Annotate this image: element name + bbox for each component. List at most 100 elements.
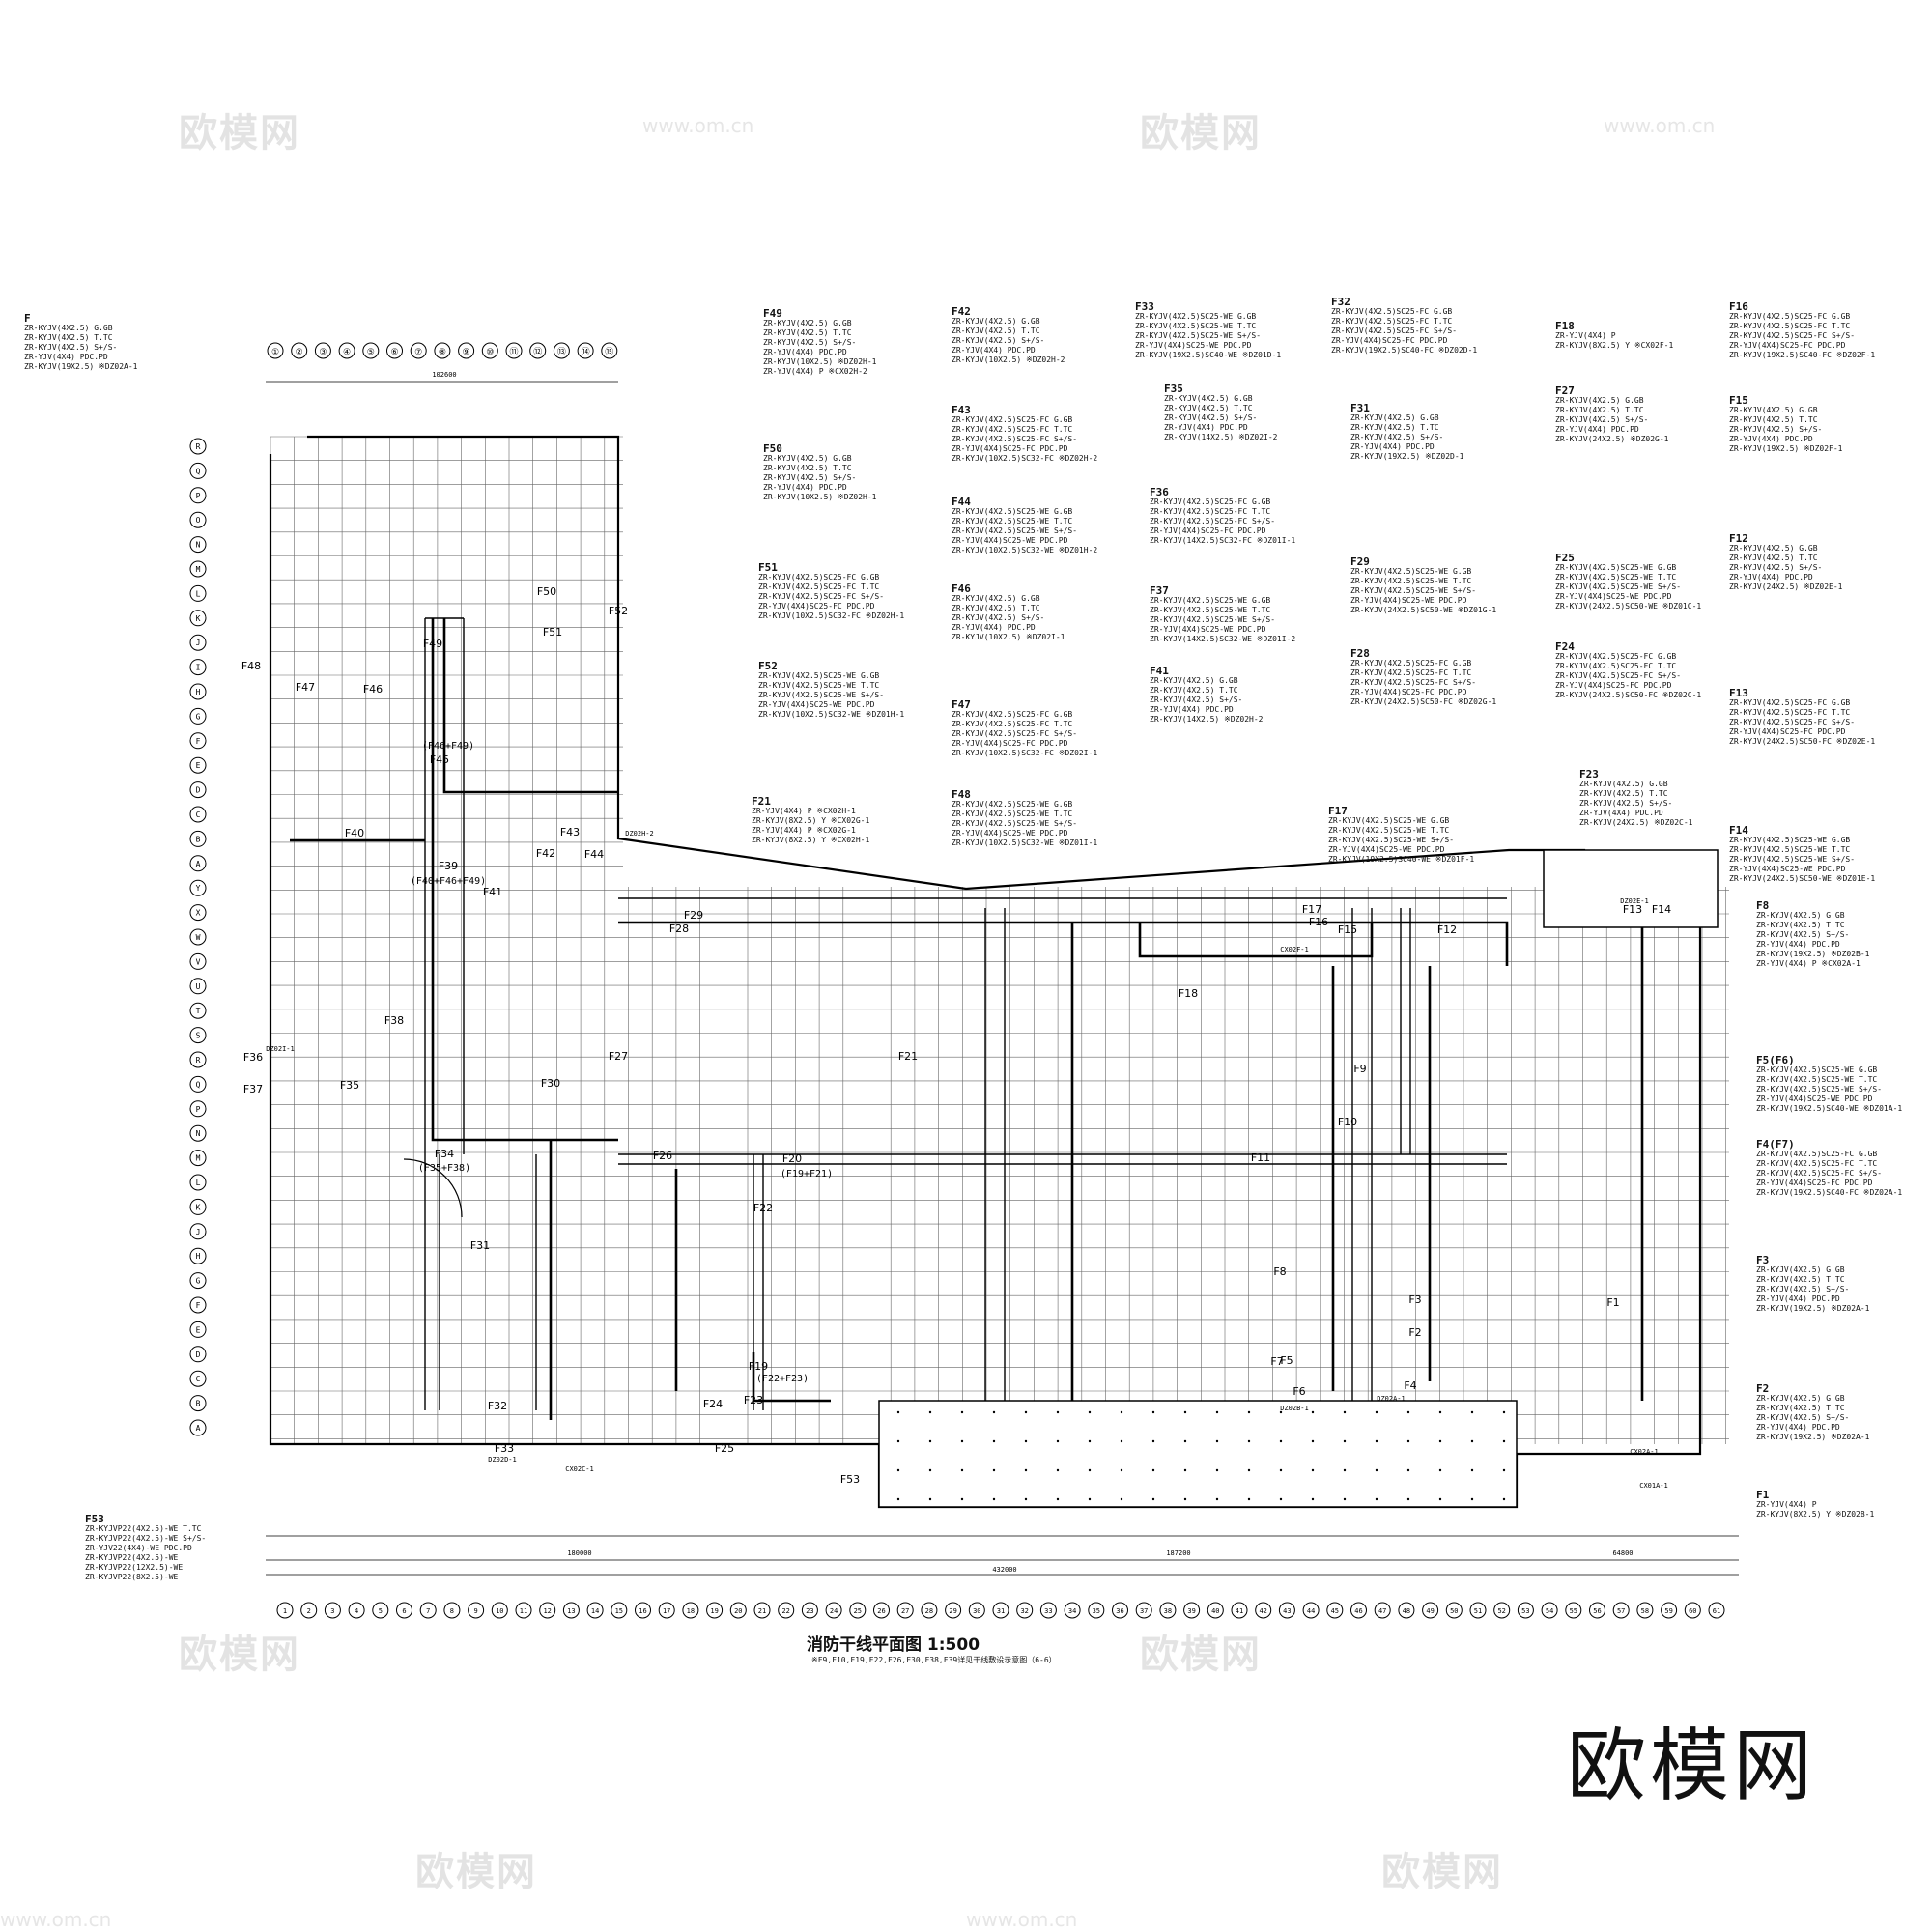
cable-legend-title: F35: [1164, 383, 1183, 395]
cable-legend-line: ZR-KYJV(4X2.5) T.TC: [24, 333, 113, 342]
row-bubble: [189, 536, 207, 554]
cable-legend-title: F52: [758, 660, 778, 672]
row-bubble: [189, 683, 207, 700]
column-bubble: [1064, 1602, 1081, 1619]
column-bubble-label: 45: [1331, 1607, 1339, 1615]
column-bubble: [1374, 1602, 1391, 1619]
column-dot: [1406, 1497, 1410, 1501]
column-bubble-label: ①: [271, 348, 279, 357]
cable-legend-title: F49: [763, 307, 782, 320]
column-dot: [896, 1468, 900, 1472]
cable-legend-line: ZR-KYJVP22(4X2.5)-WE S+/S-: [85, 1534, 207, 1543]
cable-legend-line: ZR-YJV(4X4)SC25-WE PDC.PD: [1150, 625, 1266, 634]
row-bubble: [189, 1346, 207, 1363]
column-dot: [1406, 1439, 1410, 1443]
row-bubble-label: X: [196, 909, 201, 918]
row-bubble: [189, 560, 207, 578]
column-dot: [1247, 1439, 1251, 1443]
column-bubble: [729, 1602, 747, 1619]
column-bubble: [801, 1602, 818, 1619]
column-dot: [1470, 1497, 1474, 1501]
cable-legend-line: ZR-KYJV(4X2.5)SC25-WE G.GB: [758, 671, 880, 680]
feeder-label: F3: [1408, 1293, 1421, 1306]
column-bubble-label: 40: [1211, 1607, 1219, 1615]
cable-legend-title: F33: [1135, 300, 1154, 313]
row-bubble: [189, 1223, 207, 1240]
feeder-label: F34: [435, 1148, 454, 1160]
cable-legend-line: ZR-KYJV(4X2.5)SC25-WE G.GB: [1150, 596, 1271, 605]
column-dot: [1343, 1497, 1347, 1501]
cable-legend-title: F17: [1328, 805, 1348, 817]
feeder-group-label: (F40+F46+F49): [411, 876, 486, 887]
cable-legend-title: F51: [758, 561, 778, 574]
column-bubble: [505, 342, 523, 359]
cable-legend-line: ZR-KYJV(4X2.5)SC25-WE T.TC: [1150, 606, 1271, 614]
cable-legend-line: ZR-YJV(4X4)SC25-FC PDC.PD: [1350, 688, 1467, 696]
cable-legend-title: F27: [1555, 384, 1575, 397]
cable-legend-line: ZR-KYJV(4X2.5)SC25-FC S+/S-: [1756, 1169, 1883, 1178]
feeder-label: F18: [1179, 987, 1198, 1000]
feeder-label: F53: [840, 1473, 860, 1486]
column-bubble: [1517, 1602, 1534, 1619]
cable-legend-title: F46: [952, 582, 971, 595]
cable-legend-title: F24: [1555, 640, 1575, 653]
column-bubble-label: 7: [426, 1607, 430, 1615]
cable-legend-line: ZR-KYJV(4X2.5) T.TC: [1729, 554, 1818, 562]
feeder-label: F43: [560, 826, 580, 838]
column-dot: [1247, 1410, 1251, 1414]
cable-legend-line: ZR-KYJVP22(12X2.5)-WE: [85, 1563, 184, 1572]
cable-legend-line: ZR-KYJV(4X2.5) T.TC: [763, 328, 852, 337]
column-dot: [1215, 1439, 1219, 1443]
panel-label: CX02C-1: [565, 1465, 594, 1473]
cable-legend-line: ZR-KYJV(4X2.5) G.GB: [24, 324, 113, 332]
cable-legend-line: ZR-YJV(4X4) P ※CX02H-2: [763, 367, 867, 376]
feeder-label: F33: [495, 1442, 514, 1455]
column-dot: [1056, 1410, 1060, 1414]
cable-legend-line: ZR-YJV(4X4)SC25-FC PDC.PD: [1150, 526, 1266, 535]
row-bubble-label: P: [196, 1105, 201, 1114]
cable-legend-line: ZR-KYJV(4X2.5) S+/S-: [1150, 696, 1243, 704]
column-dot: [1151, 1497, 1155, 1501]
column-bubble: [291, 342, 308, 359]
feeder-label: F11: [1251, 1151, 1270, 1164]
cable-legend-line: ZR-KYJV(4X2.5) G.GB: [1756, 911, 1845, 920]
panel-label: DZ02E-1: [1620, 897, 1649, 905]
row-bubble: [189, 928, 207, 946]
feeder-label: F24: [703, 1398, 723, 1410]
row-bubble-label: S: [196, 1032, 201, 1040]
column-bubble-label: 6: [402, 1607, 406, 1615]
cable-legend-line: ZR-KYJV(4X2.5) S+/S-: [1555, 415, 1649, 424]
column-dot: [1406, 1468, 1410, 1472]
cable-legend-line: ZR-KYJV(4X2.5)SC25-WE S+/S-: [1756, 1085, 1883, 1094]
cable-legend-line: ZR-KYJV(4X2.5) G.GB: [1756, 1265, 1845, 1274]
column-bubble-label: 27: [901, 1607, 909, 1615]
cable-legend-line: ZR-KYJV(4X2.5)SC25-WE G.GB: [1756, 1065, 1878, 1074]
column-dot: [1024, 1497, 1028, 1501]
column-bubble-label: 42: [1259, 1607, 1266, 1615]
feeder-label: F19: [749, 1360, 768, 1373]
cable-legend-line: ZR-KYJV(4X2.5)SC25-WE S+/S-: [952, 526, 1078, 535]
feeder-label: F36: [243, 1051, 263, 1064]
cable-legend-line: ZR-KYJV(4X2.5) G.GB: [763, 454, 852, 463]
cable-legend-title: F53: [85, 1513, 104, 1525]
cable-legend-line: ZR-KYJV(4X2.5) G.GB: [1729, 406, 1818, 414]
panel-label: DZ02H-2: [625, 830, 654, 838]
column-bubble: [362, 342, 380, 359]
cable-legend-line: ZR-KYJV(4X2.5) G.GB: [1729, 544, 1818, 553]
cable-legend-line: ZR-YJV(4X4) PDC.PD: [1350, 442, 1435, 451]
feeder-label: F17: [1302, 903, 1321, 916]
cable-legend-line: ZR-YJV(4X4) PDC.PD: [1729, 435, 1813, 443]
feeder-label: F1: [1606, 1296, 1619, 1309]
feeder-label: F4: [1404, 1379, 1416, 1392]
row-bubble: [189, 1370, 207, 1387]
column-bubble-label: ⑮: [605, 347, 613, 357]
row-bubble: [189, 1174, 207, 1191]
column-bubble: [1326, 1602, 1344, 1619]
